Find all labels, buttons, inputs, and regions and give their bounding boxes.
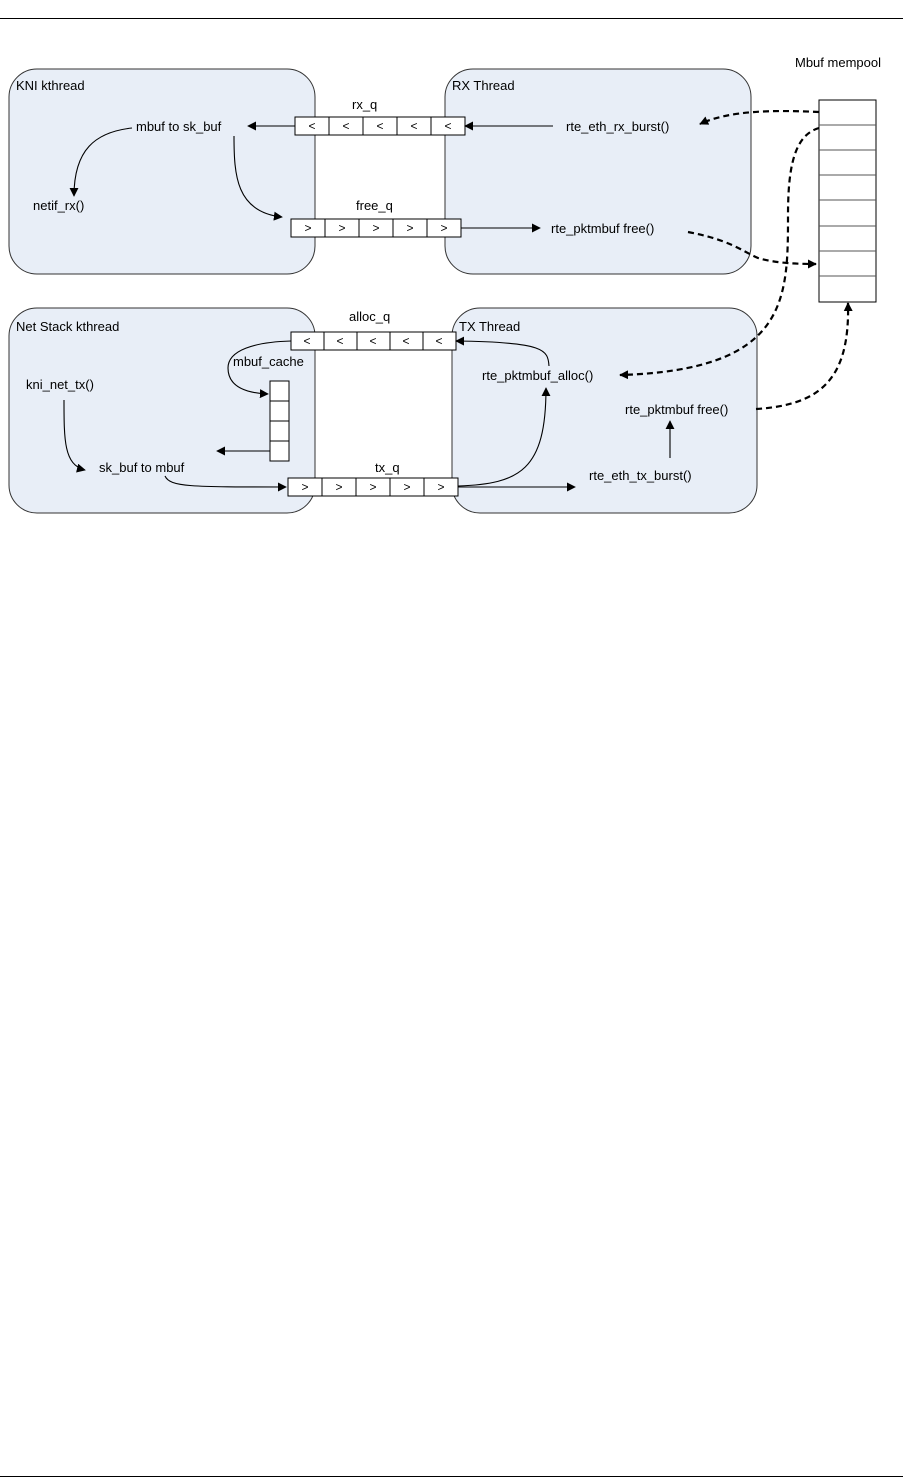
free-q-cell: >: [338, 221, 345, 235]
dashed-mempool-to-rx-burst: [699, 109, 820, 125]
top-rule: [0, 18, 903, 19]
tx-q-cell: >: [403, 480, 410, 494]
netif-rx-label: netif_rx(): [33, 198, 84, 213]
mbuf-cache-stack: [269, 380, 290, 462]
mbuf-cache-label: mbuf_cache: [233, 354, 304, 369]
rx-q: < < < < <: [294, 116, 466, 136]
rte-pktmbuf-free-tx-label: rte_pktmbuf free(): [625, 402, 728, 417]
tx-q-cell: >: [301, 480, 308, 494]
alloc-q-label: alloc_q: [349, 309, 390, 324]
dashed-pktmbuf-free-to-mempool: [687, 230, 817, 269]
kni-packet-flow-diagram: KNI kthread RX Thread Net Stack kthread …: [8, 55, 881, 514]
rx-q-cell: <: [308, 119, 315, 133]
free-q: > > > > >: [290, 218, 462, 238]
arrow-kni-net-tx-to-sk-buf: [63, 399, 86, 473]
tx-q-label: tx_q: [375, 460, 400, 475]
rte-pktmbuf-free-rx-label: rte_pktmbuf free(): [551, 221, 654, 236]
arrow-mbuf-to-netif-rx: [69, 127, 133, 197]
tx-q-cell: >: [335, 480, 342, 494]
kni-net-tx-label: kni_net_tx(): [26, 377, 94, 392]
tx-thread-title: TX Thread: [459, 319, 520, 334]
rte-eth-tx-burst-label: rte_eth_tx_burst(): [589, 468, 692, 483]
rte-pktmbuf-alloc-label: rte_pktmbuf_alloc(): [482, 368, 593, 383]
arrow-pktmbuf-alloc-to-alloc-q: [455, 336, 550, 367]
rx-thread-region: [444, 68, 752, 275]
alloc-q-cell: <: [303, 334, 310, 348]
rx-thread-title: RX Thread: [452, 78, 515, 93]
kni-kthread-region: [8, 68, 316, 275]
net-stack-kthread-region: [8, 307, 316, 514]
tx-q: > > > > >: [287, 477, 459, 497]
rx-q-label: rx_q: [352, 97, 377, 112]
arrow-sk-buf-to-tx-q: [164, 475, 287, 492]
dashed-mempool-to-pktmbuf-alloc: [619, 126, 820, 380]
bottom-rule: [0, 1476, 903, 1477]
arrow-sk-buf-to-free-q: [233, 135, 283, 221]
rte-eth-rx-burst-label: rte_eth_rx_burst(): [566, 119, 669, 134]
free-q-cell: >: [372, 221, 379, 235]
tx-q-cell: >: [369, 480, 376, 494]
alloc-q: < < < < <: [290, 331, 457, 351]
tx-q-cell: >: [437, 480, 444, 494]
alloc-q-cell: <: [435, 334, 442, 348]
rx-q-cell: <: [342, 119, 349, 133]
mbuf-mempool-title: Mbuf mempool: [795, 55, 881, 70]
alloc-q-cell: <: [336, 334, 343, 348]
net-stack-kthread-title: Net Stack kthread: [16, 319, 119, 334]
free-q-cell: >: [304, 221, 311, 235]
alloc-q-cell: <: [402, 334, 409, 348]
free-q-label: free_q: [356, 198, 393, 213]
free-q-cell: >: [406, 221, 413, 235]
sk-buf-to-mbuf-label: sk_buf to mbuf: [99, 460, 185, 475]
dashed-pktmbuf-free-tx-to-mempool: [755, 302, 853, 411]
rx-q-cell: <: [444, 119, 451, 133]
mbuf-to-sk-buf-label: mbuf to sk_buf: [136, 119, 222, 134]
free-q-cell: >: [440, 221, 447, 235]
rx-q-cell: <: [376, 119, 383, 133]
rx-q-cell: <: [410, 119, 417, 133]
alloc-q-cell: <: [369, 334, 376, 348]
arrow-tx-q-to-pktmbuf-alloc: [457, 387, 551, 487]
tx-thread-region: [451, 307, 758, 514]
kni-kthread-title: KNI kthread: [16, 78, 85, 93]
mbuf-mempool: [818, 99, 877, 303]
arrow-alloc-q-to-mbuf-cache: [227, 340, 292, 399]
